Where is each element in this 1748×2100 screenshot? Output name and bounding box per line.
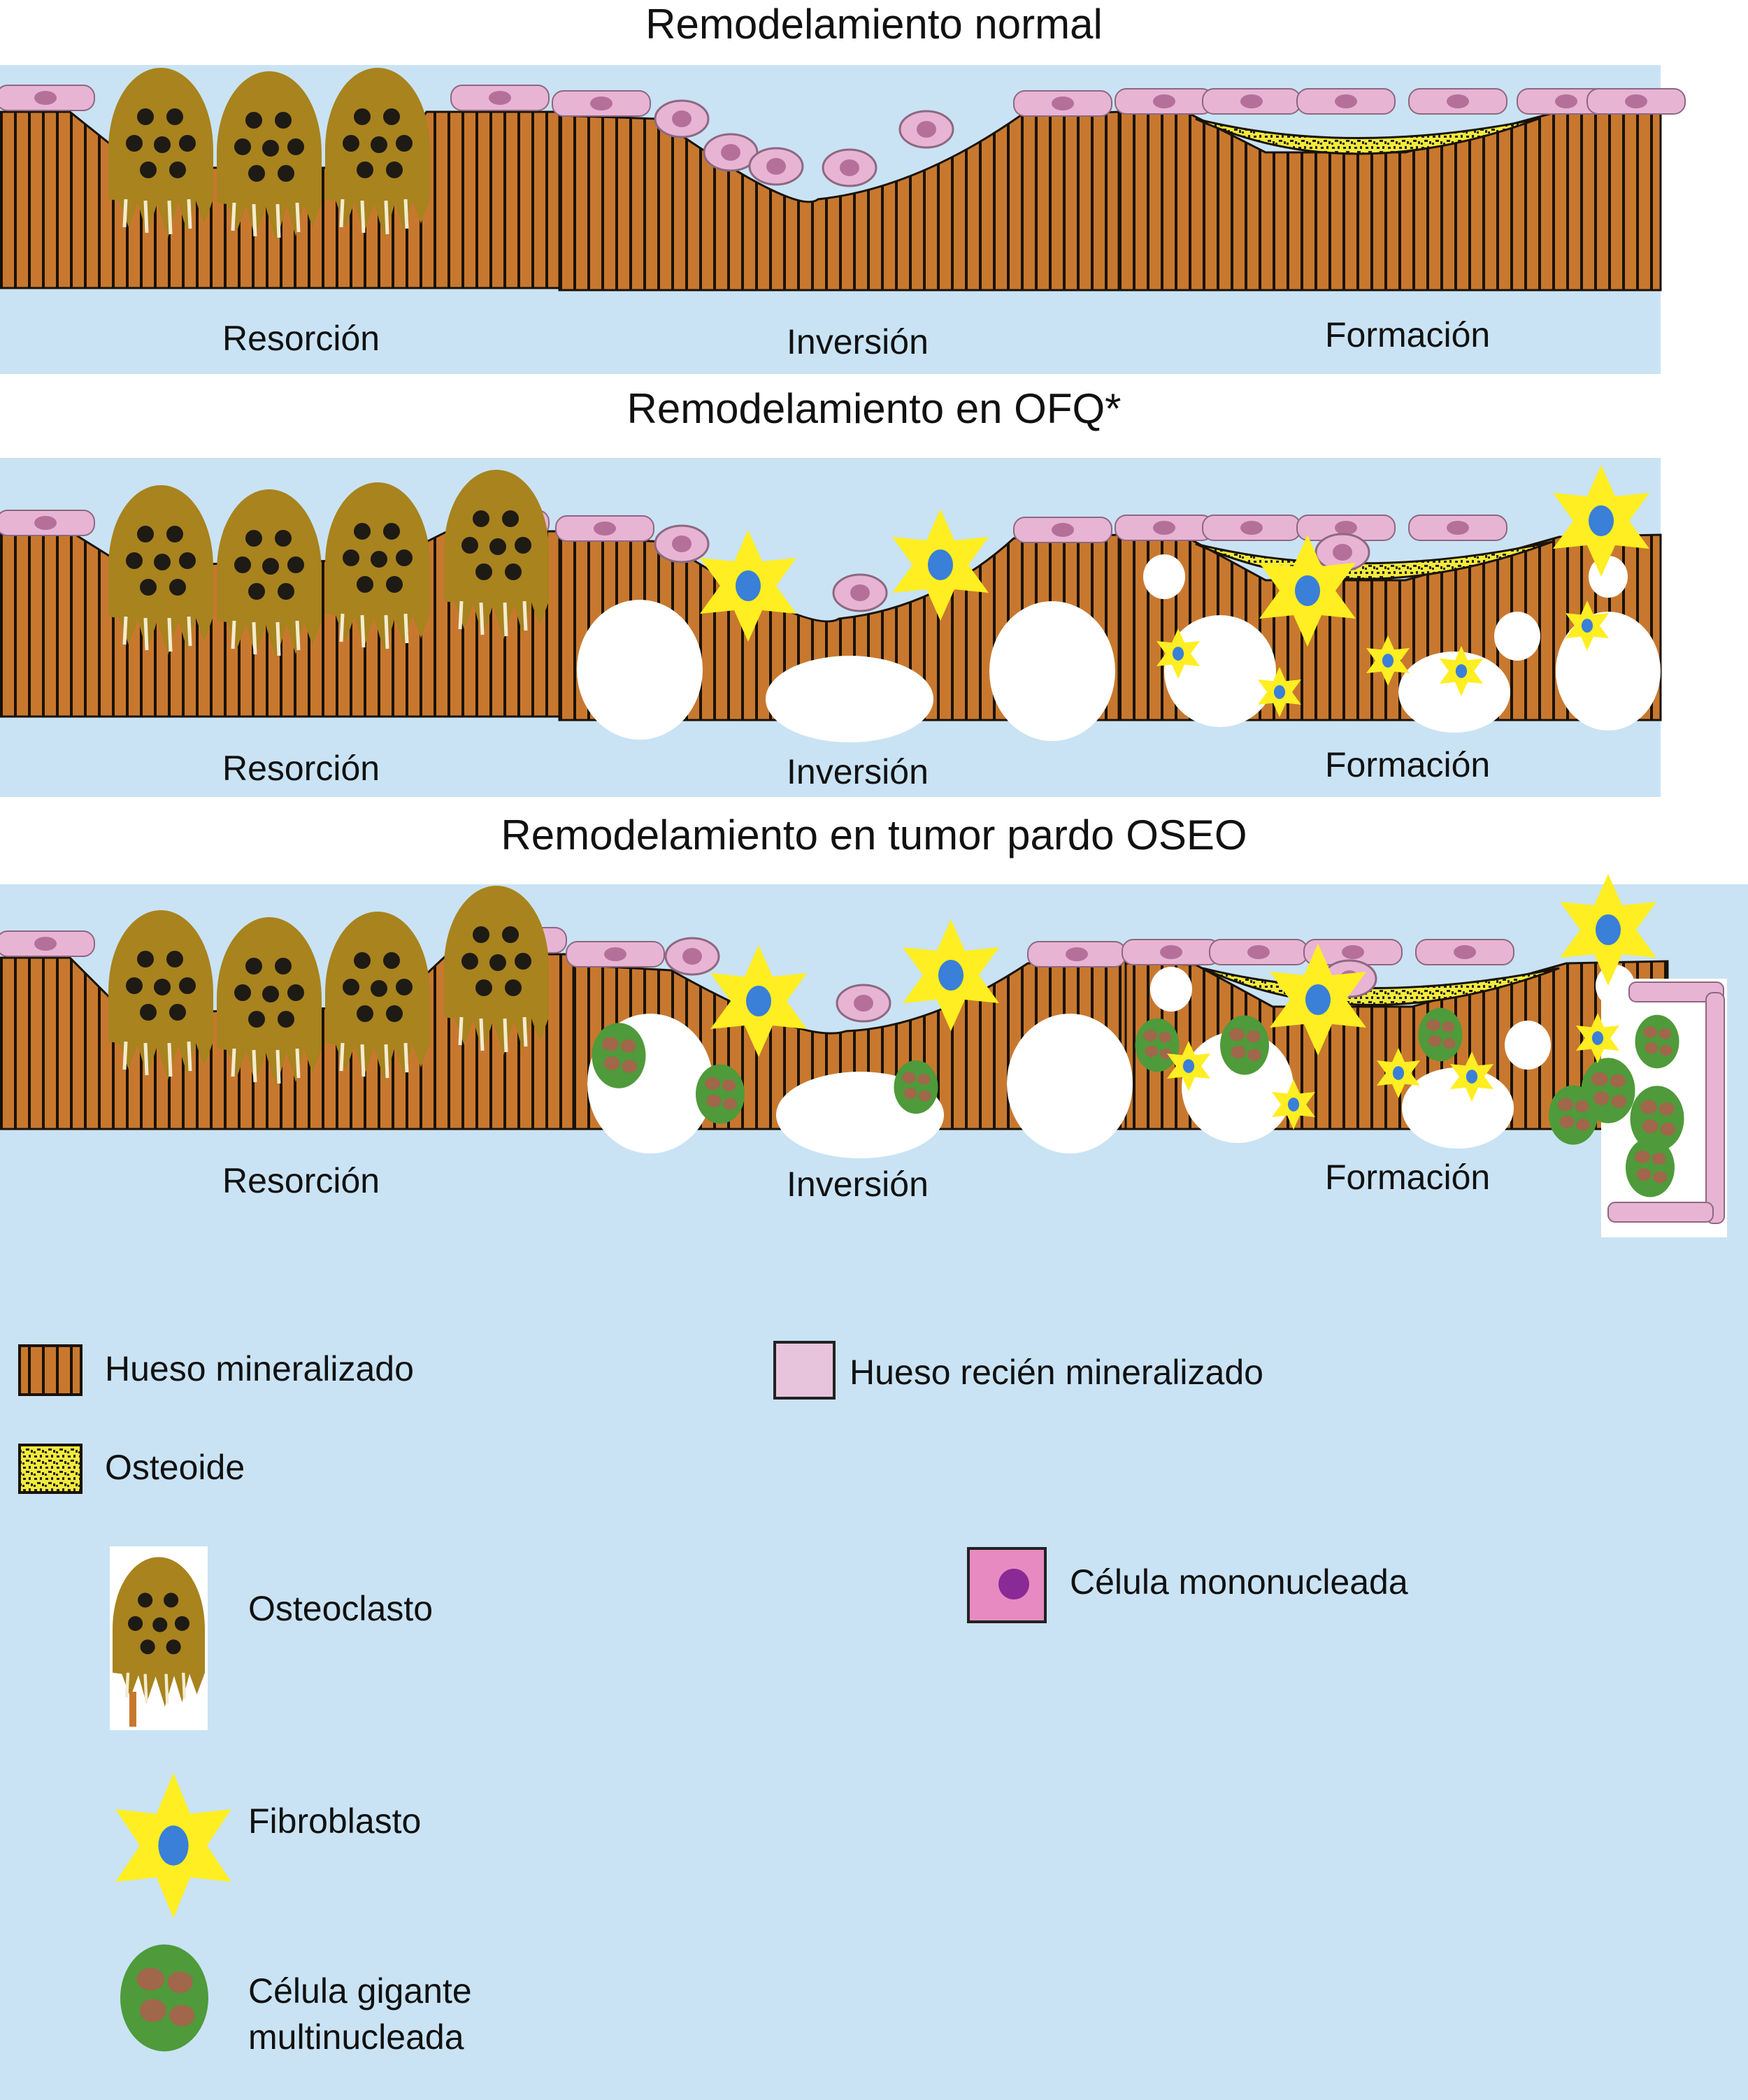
legend-new-bone-label: Hueso recién mineralizado: [850, 1353, 1263, 1392]
legend-mineralized-bone-label: Hueso mineralizado: [105, 1349, 414, 1388]
osteoid-swatch: [18, 1444, 83, 1494]
legend-osteoclast-label: Osteoclasto: [248, 1589, 434, 1628]
panel3-title: Remodelamiento en tumor pardo OSEO: [501, 812, 1247, 858]
panel1-bone: [0, 110, 1662, 292]
legend-fibroblast-label: Fibroblasto: [248, 1801, 422, 1841]
legend-giant-cell-line2: multinucleada: [248, 2018, 464, 2057]
panel1-phase-formation: Formación: [1325, 315, 1491, 354]
panel2-cysts: [577, 554, 1661, 742]
mononuclear-cell-icon: [967, 1547, 1047, 1623]
panel3-phase-resorption: Resorción: [222, 1161, 380, 1200]
panel2-title: Remodelamiento en OFQ*: [626, 385, 1122, 432]
panel3-phase-inversion: Inversión: [787, 1165, 929, 1204]
legend-mononuclear-label: Célula mononucleada: [1070, 1562, 1408, 1602]
panel2-phase-resorption: Resorción: [222, 749, 380, 788]
new-bone-swatch: [773, 1341, 836, 1400]
legend-giant-cell-label: Célula gigante multinucleada: [248, 1968, 472, 2060]
giant-cell-icon: [120, 1944, 208, 2052]
panel1-phase-resorption: Resorción: [222, 319, 380, 358]
legend-giant-cell-line1: Célula gigante: [248, 1971, 472, 2011]
panel1-title: Remodelamiento normal: [645, 1, 1103, 48]
mineralized-bone-swatch: [18, 1344, 83, 1396]
panel1-phase-inversion: Inversión: [787, 322, 929, 361]
osteoclast-icon: [110, 1546, 208, 1730]
panel1-osteoid: [1195, 117, 1539, 155]
legend-osteoid-label: Osteoide: [105, 1448, 245, 1487]
panel3-phase-formation: Formación: [1325, 1158, 1491, 1197]
panel2-phase-inversion: Inversión: [787, 752, 929, 791]
panel2-phase-formation: Formación: [1325, 745, 1491, 784]
